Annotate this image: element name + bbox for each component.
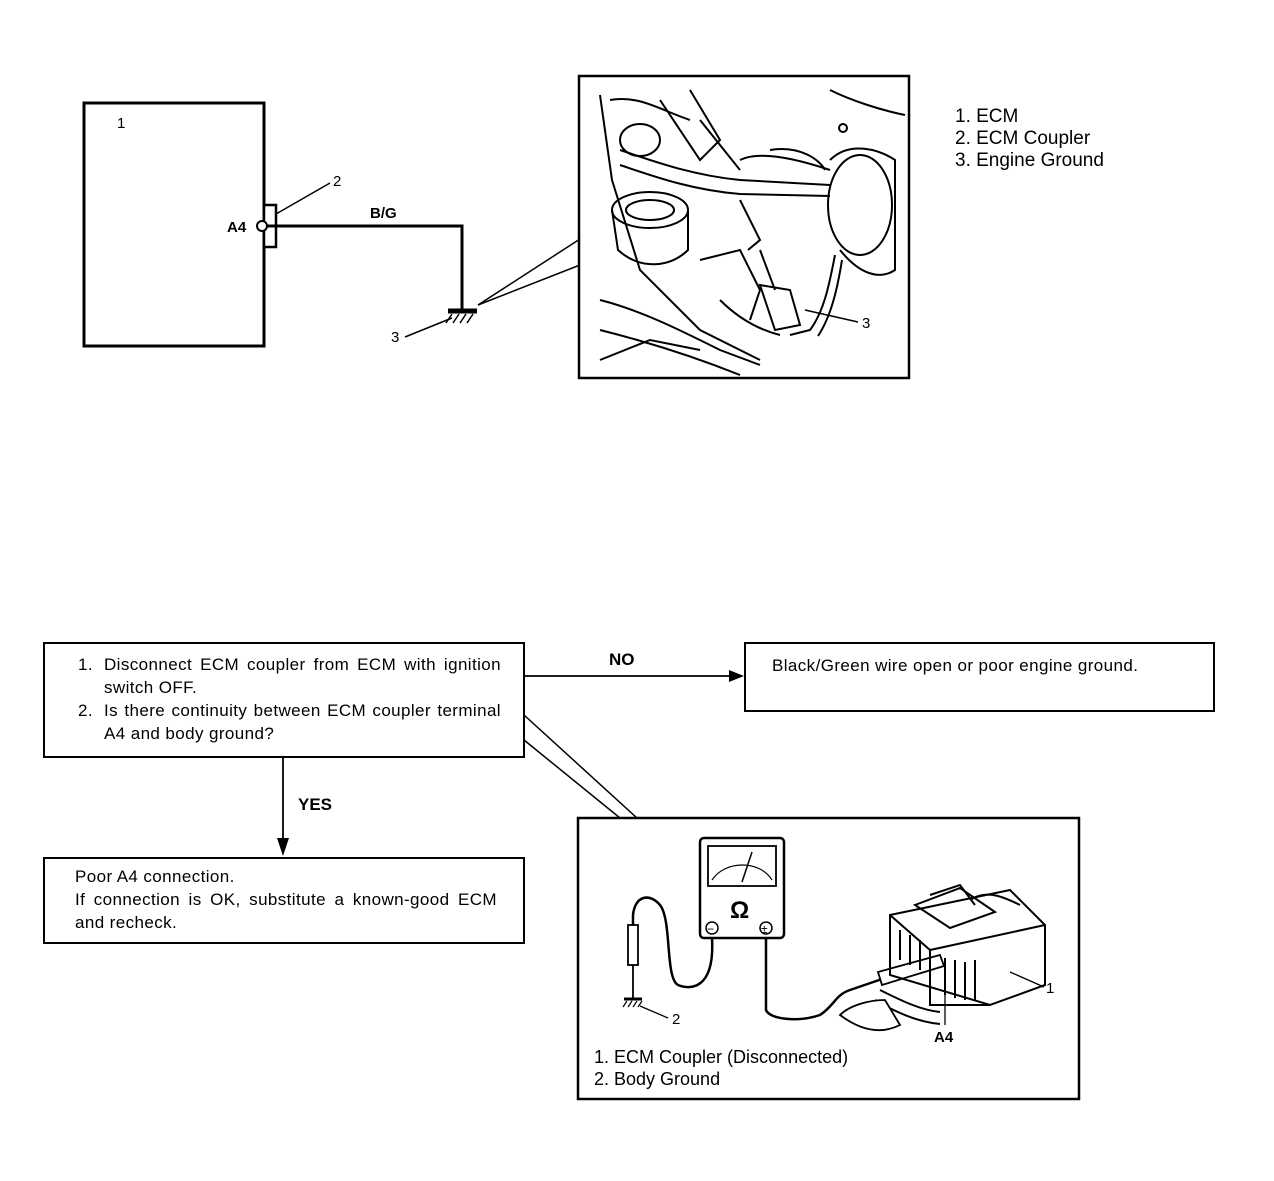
legend-item-ecm: 1. ECM xyxy=(955,106,1019,127)
terminal-circle xyxy=(256,220,268,232)
body-ground-number: 2 xyxy=(672,1011,680,1028)
no-arrow-head xyxy=(729,670,744,682)
engine-bay-illustration xyxy=(599,89,906,376)
minus-terminal-label: − xyxy=(707,922,714,936)
ohmmeter xyxy=(698,836,786,940)
ohm-symbol: Ω xyxy=(730,897,749,924)
ground-probe xyxy=(627,924,639,966)
ground-leader xyxy=(404,317,453,338)
wire-harness xyxy=(838,999,902,1032)
meter-legend-coupler: 1. ECM Coupler (Disconnected) xyxy=(594,1047,849,1067)
photo-ground-leader xyxy=(804,309,859,323)
step-item-1: 1. Disconnect ECM coupler from ECM with … xyxy=(78,653,501,699)
legend-item-engine-ground: 3. Engine Ground xyxy=(955,150,1104,171)
callout-line-upper xyxy=(477,238,581,306)
no-result-text: Black/Green wire open or poor engine gro… xyxy=(772,656,1139,675)
coupler-number: 1 xyxy=(1046,980,1054,997)
yes-arrow-head xyxy=(277,838,289,856)
step-text-1: Disconnect ECM coupler from ECM with ign… xyxy=(104,655,501,697)
yes-result-box: Poor A4 connection. If connection is OK,… xyxy=(43,857,525,944)
engine-photo-frame xyxy=(577,74,911,380)
top-legend: 1. ECM 2. ECM Coupler 3. Engine Ground xyxy=(955,106,1104,172)
body-ground-symbol xyxy=(622,997,643,1008)
diagnostic-step-box: 1. Disconnect ECM coupler from ECM with … xyxy=(43,642,525,758)
ecm-number-label: 1 xyxy=(117,115,125,132)
meter-diagram-frame xyxy=(576,816,1081,1101)
ground-number-label: 3 xyxy=(391,329,399,346)
yes-result-line2: If connection is OK, substitute a known-… xyxy=(75,890,497,932)
photo-ground-number: 3 xyxy=(862,315,870,332)
meter-legend: 1. ECM Coupler (Disconnected) 2. Body Gr… xyxy=(594,1046,848,1090)
step-text-2: Is there continuity between ECM coupler … xyxy=(104,701,501,743)
coupler-leader-line xyxy=(1009,971,1045,988)
wire-color-label: B/G xyxy=(370,205,397,222)
callout-line-lower xyxy=(477,264,581,306)
plus-terminal-label: ± xyxy=(761,922,768,936)
no-label: NO xyxy=(609,650,635,669)
yes-label: YES xyxy=(298,795,332,814)
no-result-box: Black/Green wire open or poor engine gro… xyxy=(744,642,1215,712)
coupler-number-label: 2 xyxy=(333,173,341,190)
step-number-1: 1. xyxy=(78,655,93,674)
step-item-2: 2. Is there continuity between ECM coupl… xyxy=(78,699,501,745)
meter-callout-upper xyxy=(523,714,638,819)
yes-result-line1: Poor A4 connection. xyxy=(75,867,235,886)
body-ground-leader xyxy=(639,1005,669,1019)
meter-legend-body-ground: 2. Body Ground xyxy=(594,1069,721,1089)
positive-test-lead xyxy=(764,938,886,1021)
step-number-2: 2. xyxy=(78,701,93,720)
terminal-a4-label: A4 xyxy=(227,219,247,236)
negative-test-lead xyxy=(631,896,714,989)
legend-item-ecm-coupler: 2. ECM Coupler xyxy=(955,128,1091,149)
meter-callout-lower xyxy=(523,739,621,819)
coupler-leader xyxy=(275,182,331,215)
engine-ground-symbol xyxy=(445,308,477,324)
a4-terminal-label: A4 xyxy=(934,1029,954,1046)
black-green-wire xyxy=(267,224,464,310)
